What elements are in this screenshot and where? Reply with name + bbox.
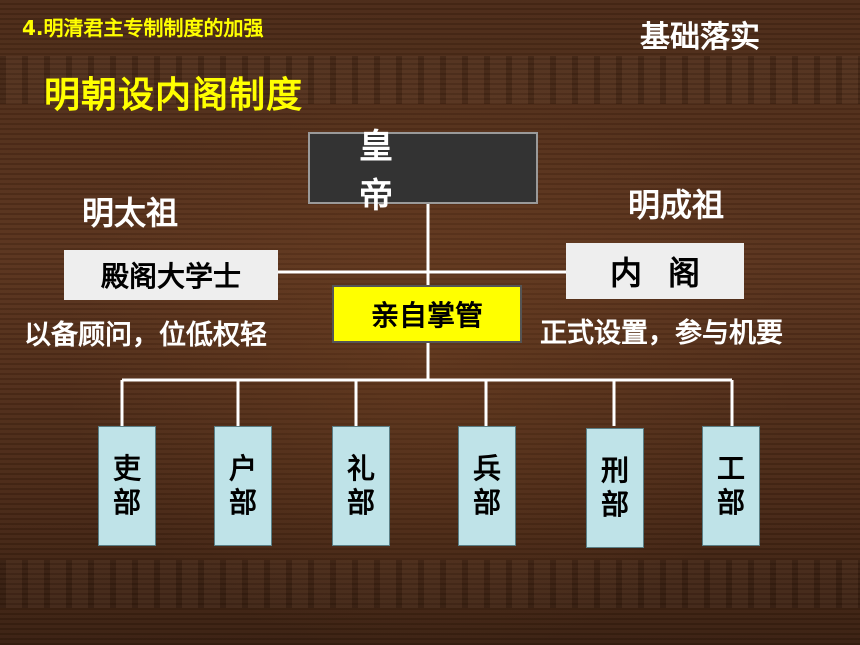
personal-control-label: 亲自掌管 [370, 299, 483, 332]
grand-secretary-box: 殿阁大学士 [64, 250, 278, 300]
ministry-char: 部 [716, 486, 745, 519]
slide-title: 明朝设内阁制度 [44, 75, 304, 116]
emperor-label: 皇 帝 [359, 127, 547, 216]
ministry-char: 部 [600, 488, 629, 521]
ministry-box-personnel: 吏部 [98, 426, 156, 546]
grand-secretariat-label: 内阁 [609, 254, 726, 292]
ministry-char: 兵 [472, 452, 501, 485]
right-description: 正式设置，参与机要 [540, 318, 783, 349]
ministry-char: 刑 [600, 454, 629, 487]
ministry-box-rites: 礼部 [332, 426, 390, 546]
corner-label: 基础落实 [640, 20, 760, 55]
grand-secretariat-box: 内阁 [566, 243, 744, 299]
ministry-char: 部 [112, 486, 141, 519]
ministry-char: 工 [716, 452, 745, 485]
ministry-char: 部 [346, 486, 375, 519]
ministry-char: 吏 [112, 452, 141, 485]
ministry-char: 礼 [346, 452, 375, 485]
ministry-char: 户 [228, 452, 257, 485]
emperor-box: 皇 帝 [308, 127, 538, 216]
left-description: 以备顾问，位低权轻 [24, 320, 267, 351]
ministry-box-justice: 刑部 [586, 428, 644, 548]
ministry-box-works: 工部 [702, 426, 760, 546]
ministry-box-revenue: 户部 [214, 426, 272, 546]
ministry-char: 部 [228, 486, 257, 519]
left-ruler-label: 明太祖 [82, 194, 179, 232]
grand-secretary-label: 殿阁大学士 [100, 260, 241, 293]
ministry-char: 部 [472, 486, 501, 519]
section-subtitle: 4.明清君主专制制度的加强 [22, 16, 264, 40]
background-frieze-bottom [0, 560, 860, 608]
ministry-box-war: 兵部 [458, 426, 516, 546]
personal-control-box: 亲自掌管 [332, 285, 522, 343]
background-frieze-top [0, 56, 860, 104]
right-ruler-label: 明成祖 [628, 186, 725, 224]
